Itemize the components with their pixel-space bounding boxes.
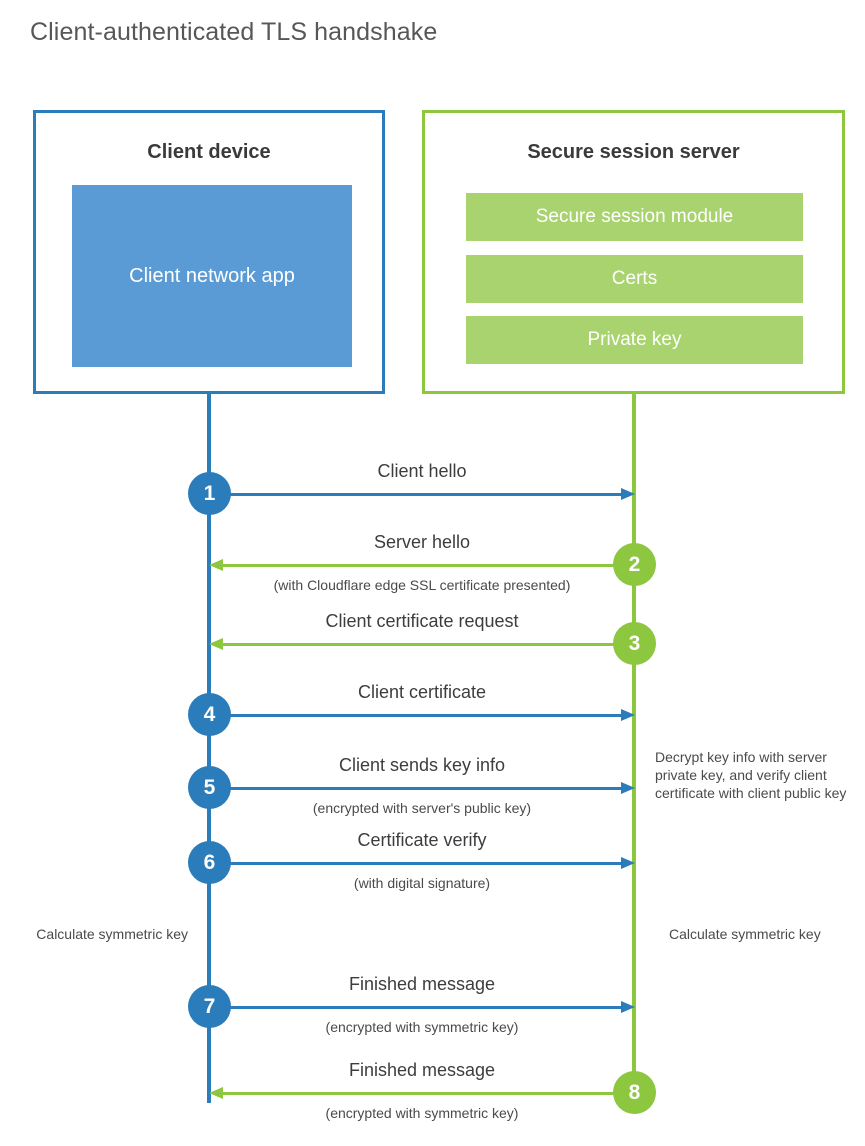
message-sublabel-8: (encrypted with symmetric key) [325, 1105, 519, 1121]
message-sublabel-2: (with Cloudflare edge SSL certificate pr… [273, 577, 571, 593]
step-circle-3: 3 [613, 622, 656, 665]
message-sublabel-7: (encrypted with symmetric key) [325, 1019, 519, 1035]
step-number-3: 3 [628, 631, 641, 655]
arrow-line-1 [209, 493, 621, 496]
message-sublabel-5: (encrypted with server's public key) [312, 800, 532, 816]
step-number-5: 5 [203, 775, 216, 799]
page-title: Client-authenticated TLS handshake [30, 18, 438, 46]
message-label-7: Finished message [348, 974, 496, 994]
step-circle-5: 5 [188, 766, 231, 809]
arrow-head-7 [621, 1001, 635, 1013]
step-number-7: 7 [203, 994, 216, 1018]
arrow-head-8 [209, 1087, 223, 1099]
arrow-line-3 [223, 643, 635, 646]
client-network-app-block: Client network app [72, 185, 352, 367]
message-label-4: Client certificate [357, 682, 487, 702]
secure-session-server-title: Secure session server [527, 141, 740, 163]
message-label-3: Client certificate request [325, 611, 519, 631]
step-circle-1: 1 [188, 472, 231, 515]
step-number-6: 6 [203, 850, 216, 874]
arrow-line-2 [223, 564, 635, 567]
client-lifeline [207, 393, 211, 1103]
server-lifeline [632, 393, 636, 1093]
arrow-head-2 [209, 559, 223, 571]
arrow-head-3 [209, 638, 223, 650]
private-key-block: Private key [466, 316, 803, 364]
message-label-8: Finished message [348, 1060, 496, 1080]
note-calculate-symmetric-key-client: Calculate symmetric key [36, 926, 188, 942]
step-number-8: 8 [628, 1080, 641, 1104]
step-number-1: 1 [203, 481, 216, 505]
message-label-1: Client hello [377, 461, 467, 481]
arrow-head-1 [621, 488, 635, 500]
step-circle-4: 4 [188, 693, 231, 736]
arrow-line-6 [209, 862, 621, 865]
note-calculate-symmetric-key-server: Calculate symmetric key [669, 926, 821, 942]
note-decrypt-key-info: Decrypt key info with server private key… [655, 749, 847, 801]
client-device-box: Client device Client network app [33, 110, 385, 394]
arrow-head-6 [621, 857, 635, 869]
step-number-4: 4 [203, 702, 216, 726]
arrow-line-7 [209, 1006, 621, 1009]
step-circle-2: 2 [613, 543, 656, 586]
message-sublabel-6: (with digital signature) [353, 875, 491, 891]
arrow-line-5 [209, 787, 621, 790]
certs-block: Certs [466, 255, 803, 303]
arrow-head-4 [621, 709, 635, 721]
step-number-2: 2 [628, 552, 641, 576]
message-label-5: Client sends key info [338, 755, 506, 775]
step-circle-7: 7 [188, 985, 231, 1028]
secure-session-module-block: Secure session module [466, 193, 803, 241]
arrow-line-8 [223, 1092, 635, 1095]
message-label-6: Certificate verify [357, 830, 487, 850]
message-label-2: Server hello [373, 532, 471, 552]
step-circle-6: 6 [188, 841, 231, 884]
step-circle-8: 8 [613, 1071, 656, 1114]
client-device-title: Client device [147, 141, 271, 163]
arrow-head-5 [621, 782, 635, 794]
secure-session-server-box: Secure session server Secure session mod… [422, 110, 845, 394]
arrow-line-4 [209, 714, 621, 717]
